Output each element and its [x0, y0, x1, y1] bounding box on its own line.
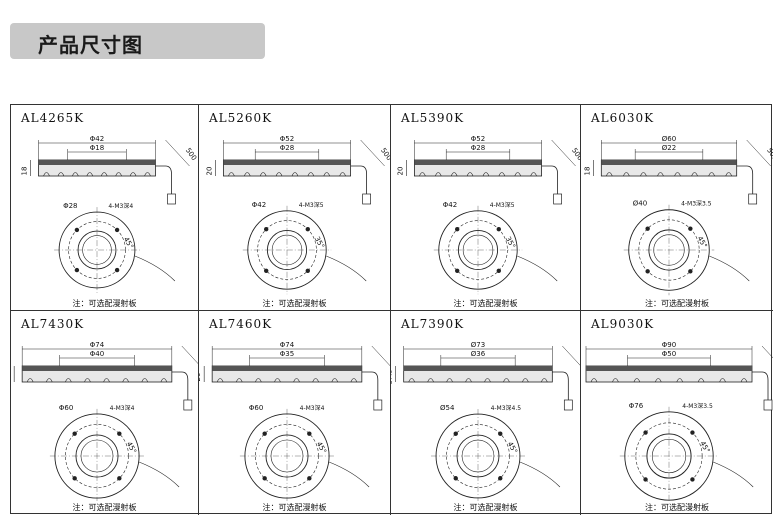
bottom-diameter-label: Φ60	[249, 404, 263, 412]
product-cell: AL9030KΦ90Φ5021500Φ764-M3深3.545°注：可选配漫射板	[581, 311, 773, 515]
inner-diameter-label: Φ40	[90, 350, 104, 358]
inner-diameter-label: Φ18	[90, 144, 104, 152]
cable-length-label: 500	[184, 147, 198, 163]
outer-diameter-label: Φ42	[90, 135, 104, 143]
cable-length-label: 500	[379, 147, 391, 163]
outer-diameter-label: Φ90	[662, 341, 676, 349]
bottom-diameter-label: Φ76	[629, 402, 644, 410]
model-label: AL7460K	[209, 317, 273, 331]
screw-spec-label: 4-M3深5	[490, 201, 515, 209]
model-label: AL7390K	[401, 317, 465, 331]
screw-spec-label: 4-M3深4	[300, 404, 325, 412]
height-label: 17.5	[391, 369, 394, 385]
cable-length-label: 500	[765, 147, 773, 163]
model-label: AL5260K	[209, 111, 273, 125]
angle-label: 45°	[315, 440, 328, 455]
diffuser-note: 注：可选配漫射板	[262, 299, 327, 308]
diffuser-note: 注：可选配漫射板	[645, 299, 709, 308]
inner-diameter-label: Φ50	[662, 350, 676, 358]
section-header: 产品尺寸图	[10, 23, 265, 59]
inner-diameter-label: Φ28	[280, 144, 294, 152]
diffuser-note: 注：可选配漫射板	[453, 503, 518, 512]
model-label: AL6030K	[591, 111, 655, 125]
model-label: AL4265K	[21, 111, 85, 125]
screw-spec-label: 4-M3深4	[110, 404, 135, 412]
screw-spec-label: 4-M3深3.5	[681, 200, 712, 208]
outer-diameter-label: Φ52	[280, 135, 294, 143]
bottom-diameter-label: Φ60	[59, 404, 73, 412]
outer-diameter-label: Φ52	[471, 135, 485, 143]
diffuser-note: 注：可选配漫射板	[262, 503, 327, 512]
model-label: AL9030K	[591, 317, 655, 331]
section-title: 产品尺寸图	[38, 33, 143, 57]
bottom-diameter-label: Φ28	[63, 202, 77, 210]
height-label: 18	[583, 167, 591, 176]
angle-label: 45°	[125, 440, 138, 455]
bottom-diameter-label: Φ42	[443, 201, 457, 209]
diffuser-note: 注：可选配漫射板	[72, 299, 137, 308]
screw-spec-label: 4-M3深5	[299, 201, 324, 209]
outer-diameter-label: Φ74	[90, 341, 105, 349]
cable-length-label: 500	[570, 147, 581, 163]
angle-label: 45°	[695, 235, 708, 250]
height-label: 18	[21, 167, 29, 176]
screw-spec-label: 4-M3深3.5	[682, 402, 713, 410]
technical-drawing: Φ90Φ5021500Φ764-M3深3.545°	[585, 341, 773, 501]
height-label: 20	[199, 373, 202, 382]
bottom-diameter-label: Ø54	[440, 404, 455, 412]
outer-diameter-label: Φ74	[280, 341, 295, 349]
height-label: 20	[396, 167, 404, 176]
screw-spec-label: 4-M3深4	[108, 202, 133, 210]
angle-label: 45°	[506, 440, 519, 455]
diffuser-note: 注：可选配漫射板	[645, 503, 709, 512]
bottom-diameter-label: Φ42	[252, 201, 266, 209]
screw-spec-label: 4-M3深4.5	[491, 404, 522, 412]
height-label: 20	[205, 167, 213, 176]
inner-diameter-label: Φ28	[471, 144, 485, 152]
diffuser-note: 注：可选配漫射板	[72, 503, 137, 512]
model-label: AL7430K	[21, 317, 85, 331]
inner-diameter-label: Φ35	[280, 350, 294, 358]
outer-diameter-label: Ø60	[662, 135, 676, 143]
model-label: AL5390K	[401, 111, 465, 125]
outer-diameter-label: Ø73	[471, 341, 485, 349]
height-label: 20	[11, 373, 12, 382]
product-cell: AL7390KØ73Ø3617.5500Ø544-M3深4.545°注：可选配漫…	[391, 311, 581, 515]
diffuser-note: 注：可选配漫射板	[453, 299, 518, 308]
angle-label: 45°	[698, 440, 711, 455]
inner-diameter-label: Ø36	[471, 350, 486, 358]
inner-diameter-label: Ø22	[662, 144, 676, 152]
bottom-diameter-label: Ø40	[633, 200, 647, 208]
